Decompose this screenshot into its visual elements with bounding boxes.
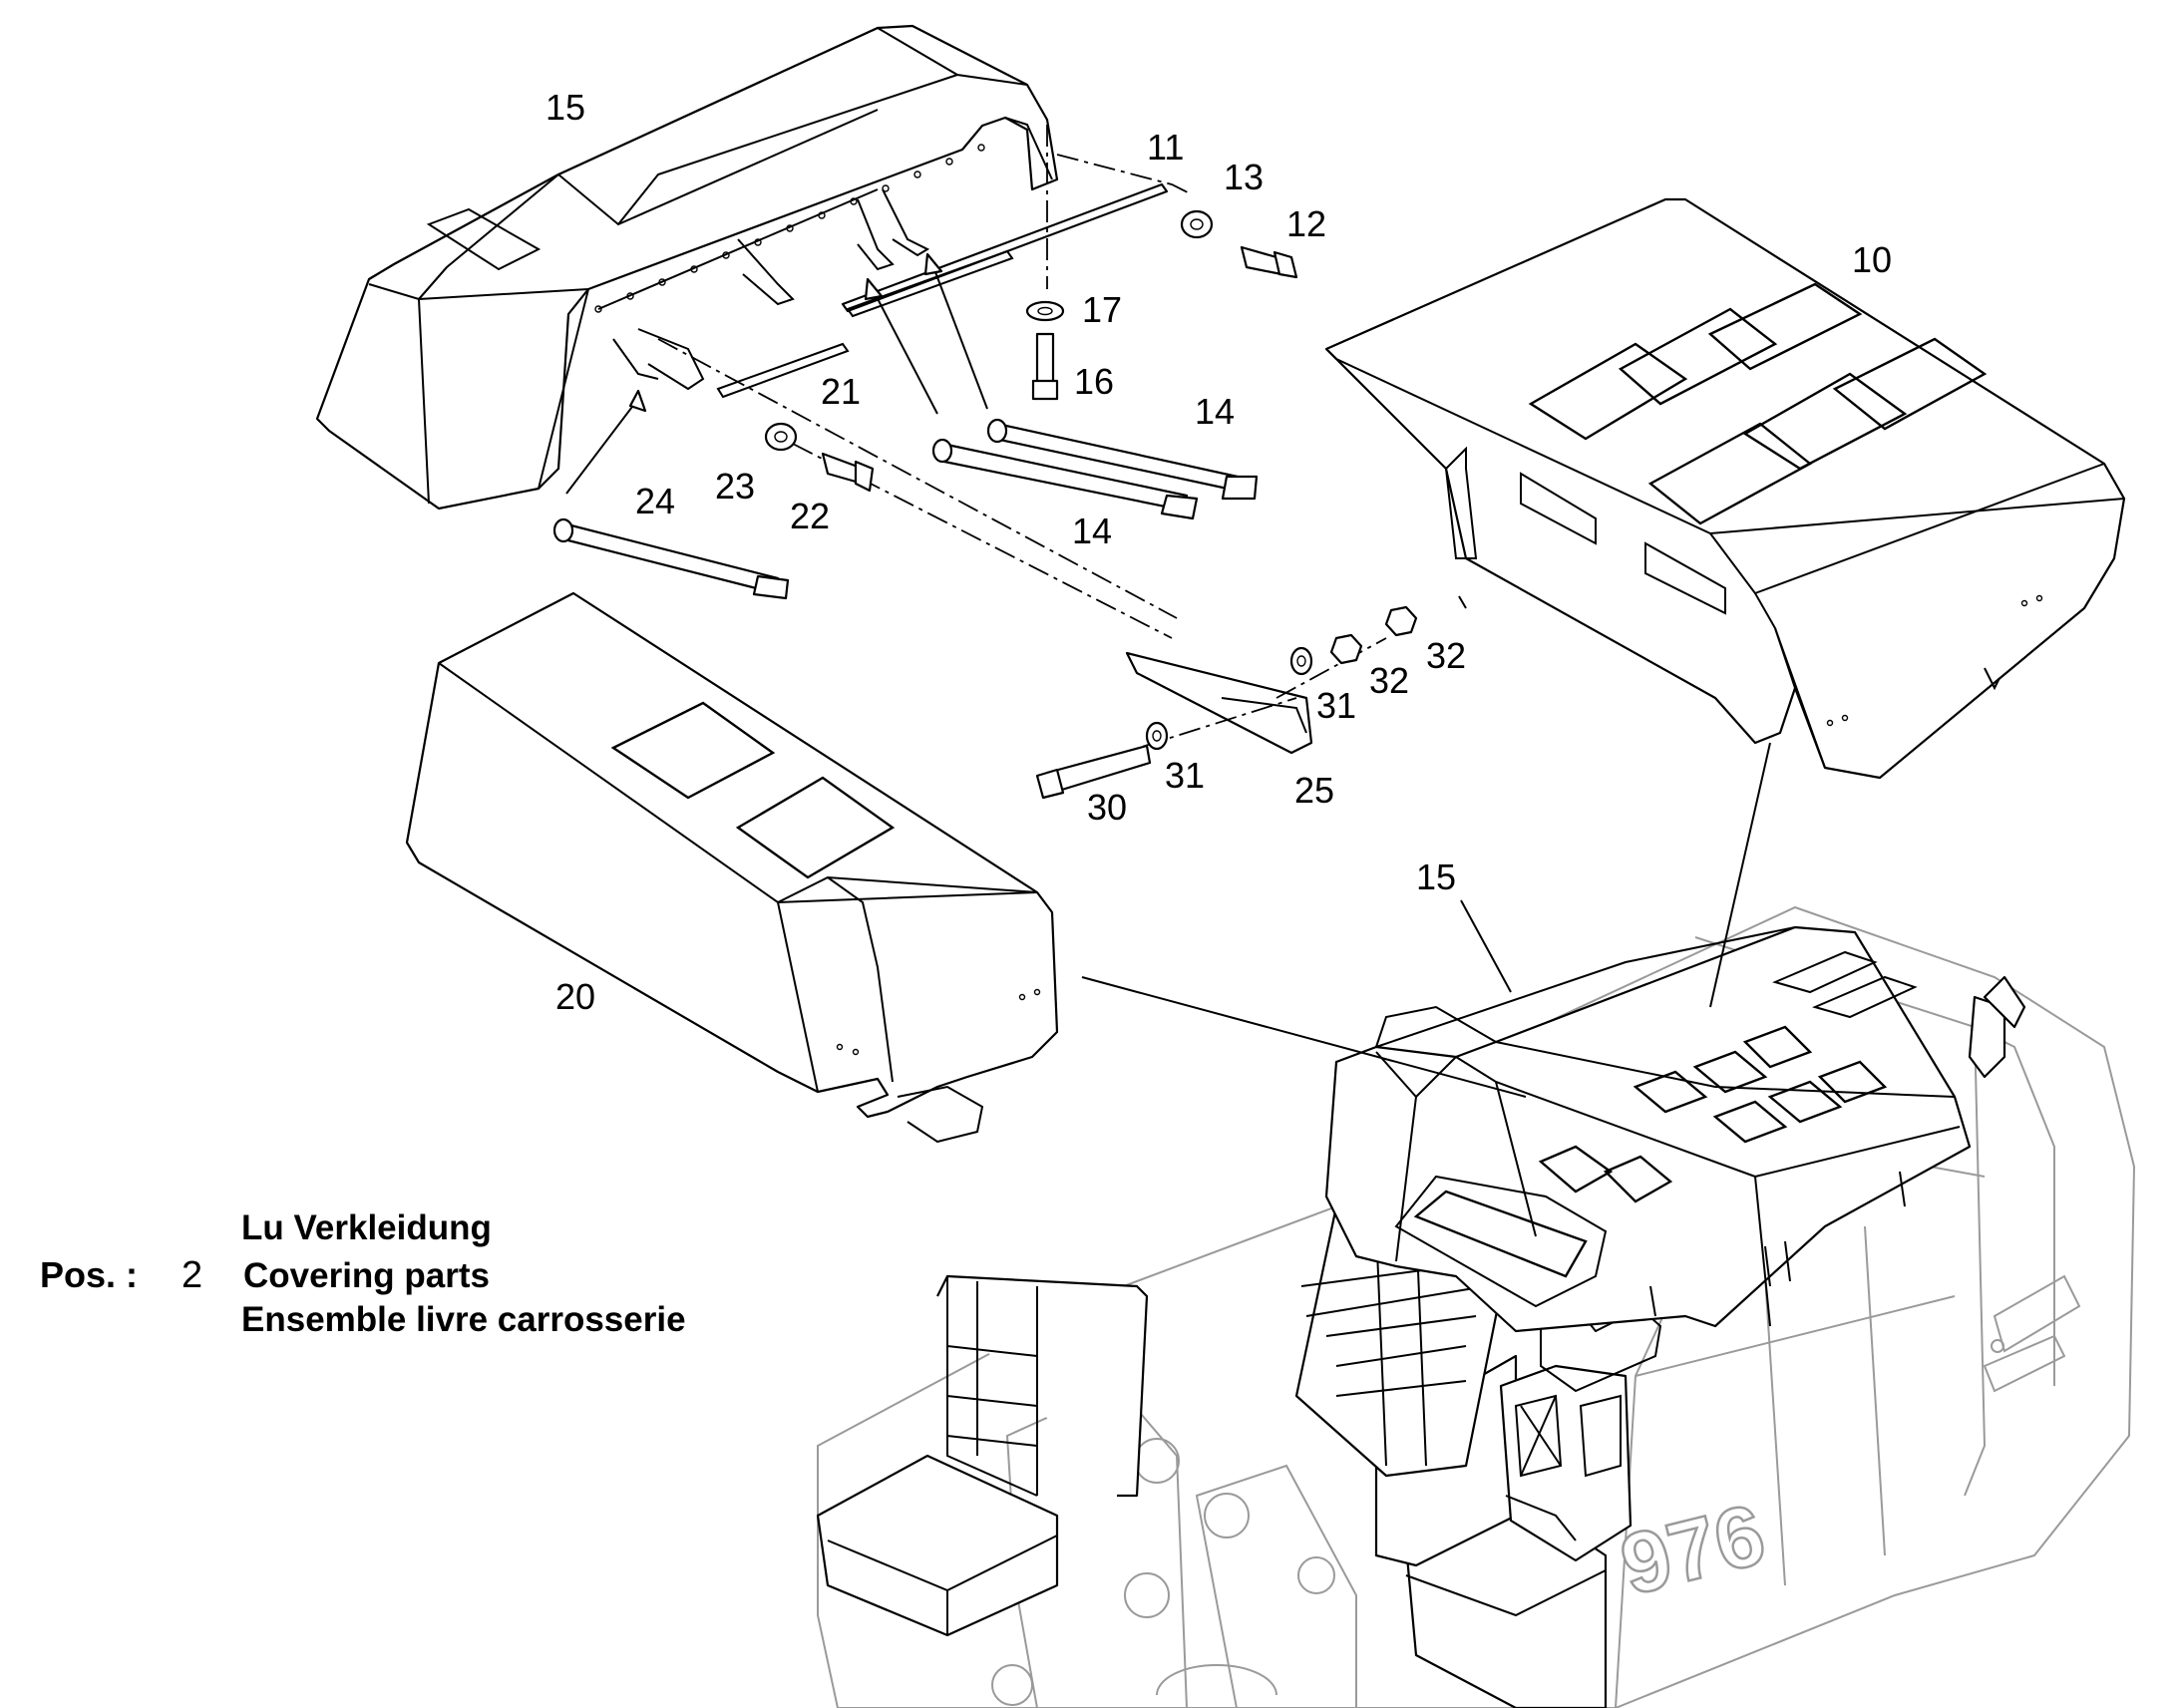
callout-21: 21 — [821, 371, 861, 412]
callout-13: 13 — [1224, 157, 1264, 197]
leader-lines — [1081, 595, 1771, 1098]
callout-22: 22 — [790, 496, 830, 536]
screw-12 — [1240, 245, 1298, 279]
nut-32-lower — [1329, 633, 1363, 665]
caption-row-english: Pos. : 2 Covering parts — [40, 1254, 686, 1300]
caption-row-french: Ensemble livre carrosserie — [40, 1300, 686, 1346]
callout-12: 12 — [1286, 203, 1326, 244]
screw-16 — [1031, 332, 1059, 401]
callout-20: 20 — [555, 976, 595, 1017]
hood-part-20 — [405, 591, 1059, 1144]
callout-17: 17 — [1082, 289, 1122, 330]
hood-part-10 — [1324, 197, 2126, 780]
caption-title-fr: Ensemble livre carrosserie — [241, 1300, 686, 1339]
position-label: Pos. : — [40, 1254, 139, 1295]
washer-31-upper — [1289, 646, 1313, 676]
callout-14-bottom: 14 — [1072, 511, 1112, 551]
gas-spring-14-upper — [986, 418, 1259, 501]
callout-15-mid: 15 — [1416, 856, 1456, 897]
callout-labels: 15 11 13 12 10 17 16 21 14 23 24 22 14 3… — [545, 87, 1892, 1017]
bolt-30 — [1035, 744, 1152, 800]
callout-14-top: 14 — [1195, 391, 1235, 432]
callout-24: 24 — [635, 481, 675, 521]
gas-spring-24 — [552, 517, 790, 600]
hinge-bracket-25 — [1125, 651, 1313, 755]
gas-spring-14-lower — [931, 438, 1199, 520]
washer-31-lower — [1145, 721, 1169, 751]
washer-23 — [764, 422, 798, 452]
callout-16: 16 — [1074, 361, 1114, 402]
callout-23: 23 — [715, 466, 755, 507]
callout-30: 30 — [1087, 787, 1127, 828]
callout-32-lower: 32 — [1369, 660, 1409, 701]
callout-11: 11 — [1147, 127, 1184, 168]
callout-31-lower: 31 — [1165, 755, 1205, 796]
washer-17 — [1025, 300, 1065, 322]
nut-32-upper — [1384, 605, 1418, 637]
hood-part-15 — [315, 24, 1059, 511]
callout-25: 25 — [1294, 770, 1334, 811]
washer-13 — [1180, 209, 1214, 239]
caption-row-german: Lu Verkleidung — [40, 1208, 686, 1254]
caption-title-en: Covering parts — [243, 1256, 490, 1295]
callout-31-upper: 31 — [1316, 685, 1356, 726]
assembly-arrows — [565, 252, 988, 495]
assembled-hoods — [1324, 925, 2026, 1333]
callout-10: 10 — [1852, 239, 1892, 280]
callout-15-top: 15 — [545, 87, 585, 128]
screw-22 — [821, 452, 875, 493]
callout-32-upper: 32 — [1426, 635, 1466, 676]
caption-title-de: Lu Verkleidung — [241, 1208, 492, 1247]
drawing-caption: Lu Verkleidung Pos. : 2 Covering parts E… — [40, 1208, 686, 1346]
position-number: 2 — [182, 1254, 203, 1296]
hinge-strip-11 — [716, 182, 1169, 399]
